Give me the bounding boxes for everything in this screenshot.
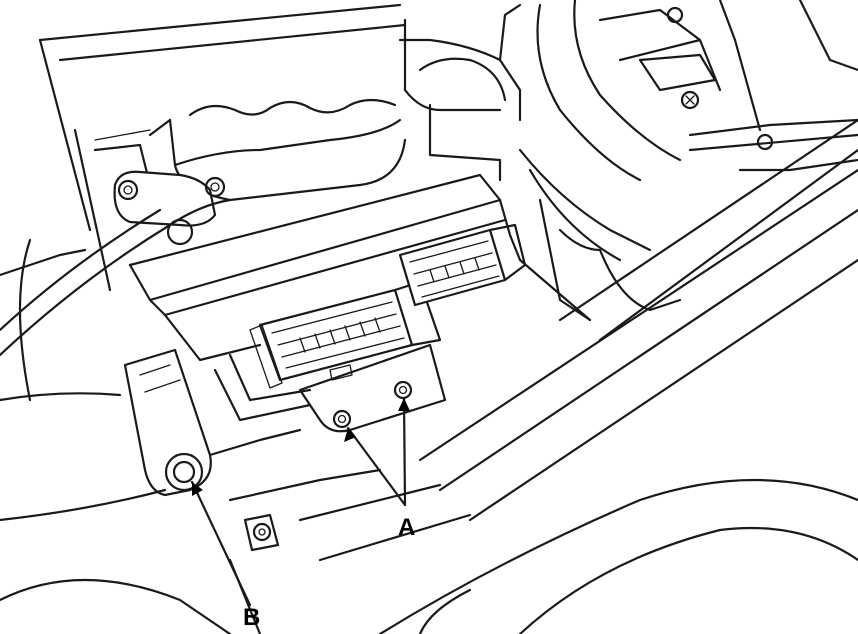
ecu-mount-bracket xyxy=(213,343,447,433)
callout-b-leader xyxy=(190,480,252,607)
ecu-connector-left xyxy=(249,280,442,389)
bolt-a-upper xyxy=(393,380,413,400)
label-a: A xyxy=(398,514,415,541)
upper-housing xyxy=(18,3,407,402)
ecu-connector-right xyxy=(398,223,527,307)
hose-left xyxy=(0,198,232,357)
intake-body xyxy=(93,3,522,202)
bolt-a-lower xyxy=(332,409,352,429)
upper-bracket xyxy=(113,170,226,246)
label-b: B xyxy=(243,604,260,631)
harness-strap xyxy=(123,348,212,497)
arrow-a-upper xyxy=(398,398,410,411)
callout-a-leaders xyxy=(344,396,410,507)
right-rails xyxy=(378,118,858,634)
upper-right-components xyxy=(518,0,858,322)
lower-chassis xyxy=(0,392,472,634)
bolt-b xyxy=(164,452,204,492)
arrow-b xyxy=(192,482,203,496)
ecu-body xyxy=(128,173,592,362)
arrow-a-lower xyxy=(344,428,356,442)
